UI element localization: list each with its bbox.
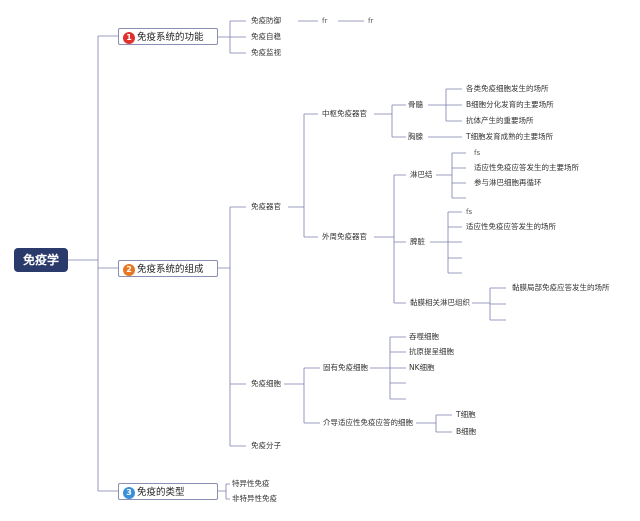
leaf-item[interactable]: 适应性免疫应答发生的场所 — [466, 222, 556, 231]
branch-title: 免疫系统的组成 — [137, 264, 204, 275]
root-node[interactable]: 免疫学 — [14, 248, 68, 272]
node-central-organs[interactable]: 中枢免疫器官 — [322, 109, 367, 118]
leaf-item[interactable]: B细胞分化发育的主要场所 — [466, 100, 554, 109]
node-lymph-node[interactable]: 淋巴结 — [410, 170, 433, 179]
node-immune-molecules[interactable]: 免疫分子 — [251, 441, 281, 450]
node-ext-a[interactable]: fr — [322, 17, 328, 25]
leaf-item[interactable]: 黏膜局部免疫应答发生的场所 — [512, 283, 610, 292]
node-peripheral-organs[interactable]: 外周免疫器官 — [322, 232, 367, 241]
number-badge: 1 — [123, 31, 135, 44]
branch-title: 免疫的类型 — [137, 487, 185, 498]
node-ext-b[interactable]: fr — [368, 17, 374, 25]
leaf-item[interactable]: fs — [466, 208, 473, 216]
node-spleen[interactable]: 脾脏 — [410, 237, 425, 246]
leaf-item[interactable]: B细胞 — [456, 427, 477, 436]
node-specific-immunity[interactable]: 特异性免疫 — [232, 479, 270, 488]
leaf-item[interactable]: fs — [474, 149, 481, 157]
node-immune-homeostasis[interactable]: 免疫自稳 — [251, 32, 281, 41]
number-badge: 3 — [123, 486, 135, 499]
number-badge: 2 — [123, 263, 135, 276]
node-immune-surveillance[interactable]: 免疫监视 — [251, 48, 281, 57]
leaf-item[interactable]: NK细胞 — [409, 363, 435, 372]
leaf-item[interactable]: T细胞发育成熟的主要场所 — [466, 132, 554, 141]
leaf-item[interactable]: T细胞 — [456, 410, 476, 419]
node-immune-defense[interactable]: 免疫防御 — [251, 16, 281, 25]
node-innate-cells[interactable]: 固有免疫细胞 — [323, 363, 368, 372]
leaf-item[interactable]: 参与淋巴细胞再循环 — [474, 178, 542, 187]
node-bone-marrow[interactable]: 骨髓 — [408, 100, 423, 109]
branch-title: 免疫系统的功能 — [137, 32, 204, 43]
leaf-item[interactable]: 抗原提呈细胞 — [409, 347, 454, 356]
node-adaptive-cells[interactable]: 介导适应性免疫应答的细胞 — [323, 418, 413, 427]
node-immune-cells[interactable]: 免疫细胞 — [251, 379, 281, 388]
node-nonspecific-immunity[interactable]: 非特异性免疫 — [232, 494, 277, 503]
node-thymus[interactable]: 胸腺 — [408, 132, 423, 141]
node-immune-organs[interactable]: 免疫器官 — [251, 202, 281, 211]
leaf-item[interactable]: 吞噬细胞 — [409, 332, 439, 341]
leaf-item[interactable]: 各类免疫细胞发生的场所 — [466, 84, 549, 93]
leaf-item[interactable]: 抗体产生的重要场所 — [466, 116, 534, 125]
leaf-item[interactable]: 适应性免疫应答发生的主要场所 — [474, 163, 579, 172]
node-malt[interactable]: 黏膜相关淋巴组织 — [410, 298, 470, 307]
